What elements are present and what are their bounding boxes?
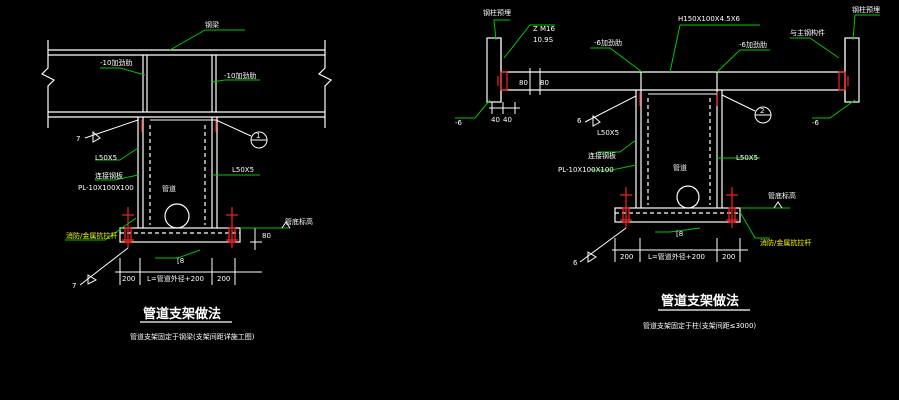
right-callout-label: 2 [760,107,764,115]
left-pipe-label: 管道 [162,184,176,193]
right-conn-label: 与主钢构件 [790,28,825,37]
right-dimensions [489,68,790,262]
left-anchor-label: 消防/金属抗拉杆 [66,231,117,240]
right-weld-a-label: 6 [577,117,582,125]
left-text-labels: 钢梁 -10加劲肋 -10加劲肋 L50X5 连接钢板 PL-10X100X10… [66,20,313,341]
left-dimensions [115,221,291,285]
right-grade-label: 10.9S [533,36,554,44]
left-rib1-label: -10加劲肋 [100,58,132,67]
left-title: 管道支架做法 [143,306,221,322]
right-pl-label: PL-10X100X100 [558,166,614,174]
right-channel [614,207,741,223]
left-weld-a-label: 7 [76,135,80,143]
left-pipe [164,203,190,229]
right-angle-hangers [635,90,723,208]
left-detail [40,29,333,286]
right-weld-symbols [579,93,772,263]
left-weld-symbols [79,119,268,286]
right-angle-right-label: L50X5 [736,154,758,162]
left-elev-label: 管底标高 [285,217,313,226]
left-h-dim: 80 [262,232,271,240]
right-weld-b-label: 6 [573,259,578,267]
left-pl-label: PL-10X100X100 [78,184,134,192]
right-h-beam-label: H150X100X4.5X6 [678,15,741,23]
left-dim-c: 200 [217,275,230,283]
right-spacing2-label: 40 [503,116,512,124]
right-steel-col-r-label: 钢柱预埋 [852,5,880,14]
right-anchor-label: 消防/金属抗拉杆 [760,238,811,247]
right-bolt-label: Z M16 [533,25,556,33]
left-weld-plate-label: 连接钢板 [95,171,123,180]
left-angle-left-label: L50X5 [95,154,117,162]
right-pipe-label: 管道 [673,163,687,172]
left-angle-hangers [137,117,218,228]
left-steel-beam [40,40,333,128]
left-dim-a: 200 [122,275,135,283]
right-dim-a: 200 [620,253,633,261]
left-callout-label: 1 [256,132,260,140]
right-rib-left-label: -6加劲肋 [594,38,622,47]
right-columns [486,37,860,103]
left-leaders [65,29,260,259]
right-channel-label: [8 [676,230,683,238]
right-steel-col-l-label: 钢柱预埋 [483,8,511,17]
right-leaders [455,14,880,239]
left-subtitle: 管道支架固定于钢梁(支架间距详施工图) [130,332,255,341]
left-channel-label: [8 [177,257,184,265]
right-weld-plate-label: 连接钢板 [588,151,616,160]
left-dim-b: L=管道外径+200 [147,274,204,283]
right-pipe [676,185,700,209]
left-bolts [122,120,238,248]
left-rib2-label: -10加劲肋 [224,71,256,80]
right-elev-label: 管底标高 [768,191,796,200]
right-rib-right-label: -6加劲肋 [739,40,767,49]
right-title: 管道支架做法 [661,293,739,309]
left-channel [119,227,241,243]
right-plate-l-label: -6 [455,119,463,127]
left-beam-label: 钢梁 [205,20,219,29]
left-angle-right-label: L50X5 [232,166,254,174]
right-detail [455,14,880,263]
right-h-beam [500,71,846,91]
right-d1-label: 80 [519,79,528,87]
right-bolts [497,76,849,228]
left-weld-b-label: 7 [72,282,76,290]
right-dim-c: 200 [722,253,735,261]
right-d2-label: 80 [540,79,549,87]
right-spacing-label: 40 [491,116,500,124]
right-angle-left-label: L50X5 [597,129,619,137]
right-dim-b: L=管道外径+200 [648,252,705,261]
right-plate-r-label: -6 [812,119,820,127]
right-text-labels: 钢柱预埋 Z M16 10.9S H150X100X4.5X6 -6加劲肋 -6… [455,5,880,330]
right-subtitle: 管道支架固定于柱(支架间距≤3000) [643,321,756,330]
